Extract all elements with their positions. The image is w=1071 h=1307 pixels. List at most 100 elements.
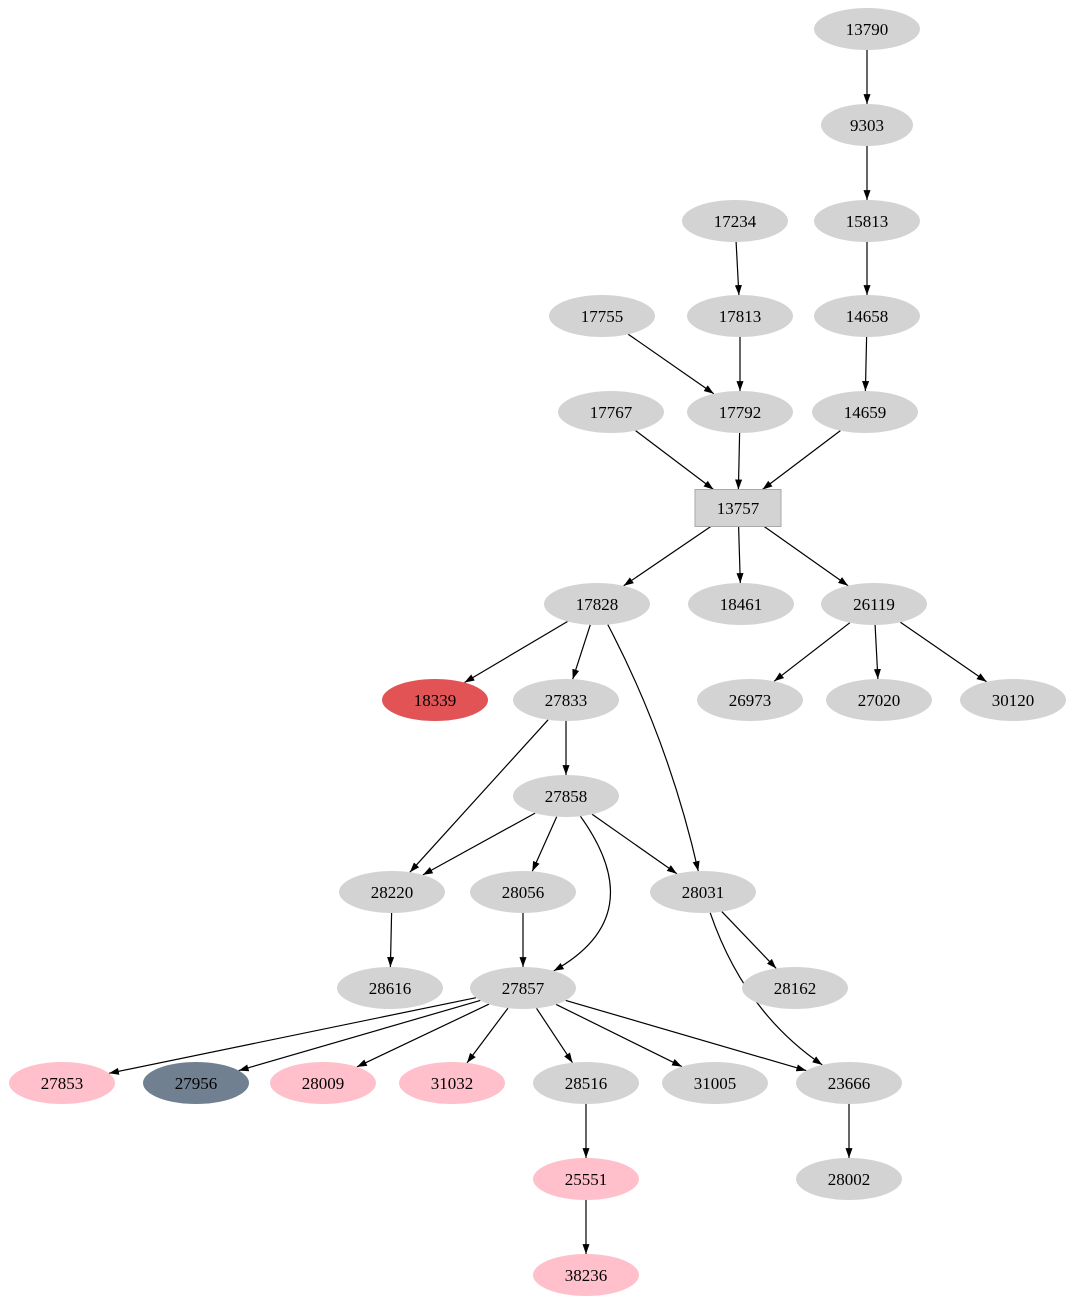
graph-node-15813: 15813 [814,200,920,242]
node-label: 23666 [828,1074,871,1093]
graph-edge-17828-28031 [607,624,700,872]
node-label: 28031 [682,883,725,902]
graph-edge-13757-18461 [736,526,744,584]
node-ellipse [470,967,576,1009]
node-ellipse [513,775,619,817]
node-label: 13790 [846,20,889,39]
graph-edge-17792-13757 [735,432,743,490]
node-label: 28616 [369,979,412,998]
graph-edge-26119-30120 [900,621,987,683]
node-label: 17813 [719,307,762,326]
graph-node-28220: 28220 [339,871,445,913]
graph-node-28056: 28056 [470,871,576,913]
graph-node-31032: 31032 [399,1062,505,1104]
node-label: 13757 [717,499,760,518]
node-label: 27858 [545,787,588,806]
node-label: 27857 [502,979,545,998]
node-label: 17828 [576,595,619,614]
graph-edge-28220-28616 [387,912,395,968]
graph-node-28031: 28031 [650,871,756,913]
node-ellipse [143,1062,249,1104]
graph-edge-27857-23666 [565,999,807,1072]
node-ellipse [382,679,488,721]
node-label: 14658 [846,307,889,326]
graph-node-13757: 13757 [694,489,782,527]
node-ellipse [812,391,918,433]
node-label: 15813 [846,212,889,231]
graph-edge-27858-28031 [591,813,678,875]
node-ellipse [697,679,803,721]
node-ellipse [960,679,1066,721]
node-label: 14659 [844,403,887,422]
graph-node-17792: 17792 [687,391,793,433]
node-label: 27853 [41,1074,84,1093]
node-label: 27956 [175,1074,218,1093]
node-label: 27833 [545,691,588,710]
node-label: 25551 [565,1170,608,1189]
graph-node-17234: 17234 [682,200,788,242]
node-ellipse [549,295,655,337]
node-label: 17792 [719,403,762,422]
node-ellipse [513,679,619,721]
graph-edge-27858-27857 [553,815,611,972]
graph-node-27853: 27853 [9,1062,115,1104]
node-ellipse [814,8,920,50]
graph-node-28516: 28516 [533,1062,639,1104]
node-ellipse [687,391,793,433]
graph-edge-27857-31032 [466,1007,509,1064]
graph-node-31005: 31005 [662,1062,768,1104]
node-ellipse [533,1158,639,1200]
graph-edge-27857-28516 [535,1007,574,1064]
graph-edge-26119-26973 [773,622,851,682]
graph-edge-27857-28009 [356,1003,490,1068]
graph-edge-17767-13757 [635,430,714,490]
node-ellipse [682,200,788,242]
node-label: 26119 [853,595,895,614]
node-box [694,489,782,527]
node-label: 30120 [992,691,1035,710]
graph-node-28616: 28616 [337,967,443,1009]
node-ellipse [814,200,920,242]
graph-edge-27833-28220 [409,719,549,873]
node-ellipse [533,1062,639,1104]
graph-node-30120: 30120 [960,679,1066,721]
node-ellipse [796,1158,902,1200]
node-ellipse [826,679,932,721]
graph-node-9303: 9303 [821,104,913,146]
graph-node-14658: 14658 [814,295,920,337]
graph-node-38236: 38236 [533,1254,639,1296]
graph-node-17828: 17828 [544,583,650,625]
graph-edge-27857-31005 [555,1003,683,1068]
graph-node-27020: 27020 [826,679,932,721]
node-ellipse [650,871,756,913]
node-ellipse [796,1062,902,1104]
graph-node-26973: 26973 [697,679,803,721]
node-ellipse [399,1062,505,1104]
graph-node-27956: 27956 [143,1062,249,1104]
graph-node-26119: 26119 [821,583,927,625]
graph-node-14659: 14659 [812,391,918,433]
node-label: 28220 [371,883,414,902]
node-ellipse [821,104,913,146]
node-ellipse [339,871,445,913]
node-ellipse [337,967,443,1009]
graph-edge-14659-13757 [762,430,841,490]
node-ellipse [687,295,793,337]
graph-edge-14658-14659 [862,336,870,392]
graph-edge-27857-27853 [108,997,477,1075]
graph-node-18339: 18339 [382,679,488,721]
node-ellipse [742,967,848,1009]
node-label: 28056 [502,883,545,902]
graph-edge-17828-27833 [572,624,591,680]
node-ellipse [544,583,650,625]
node-ellipse [470,871,576,913]
node-label: 28009 [302,1074,345,1093]
node-ellipse [814,295,920,337]
node-label: 17234 [714,212,757,231]
node-ellipse [9,1062,115,1104]
graph-node-28002: 28002 [796,1158,902,1200]
node-label: 28002 [828,1170,871,1189]
graph-edge-27858-28220 [422,812,536,876]
